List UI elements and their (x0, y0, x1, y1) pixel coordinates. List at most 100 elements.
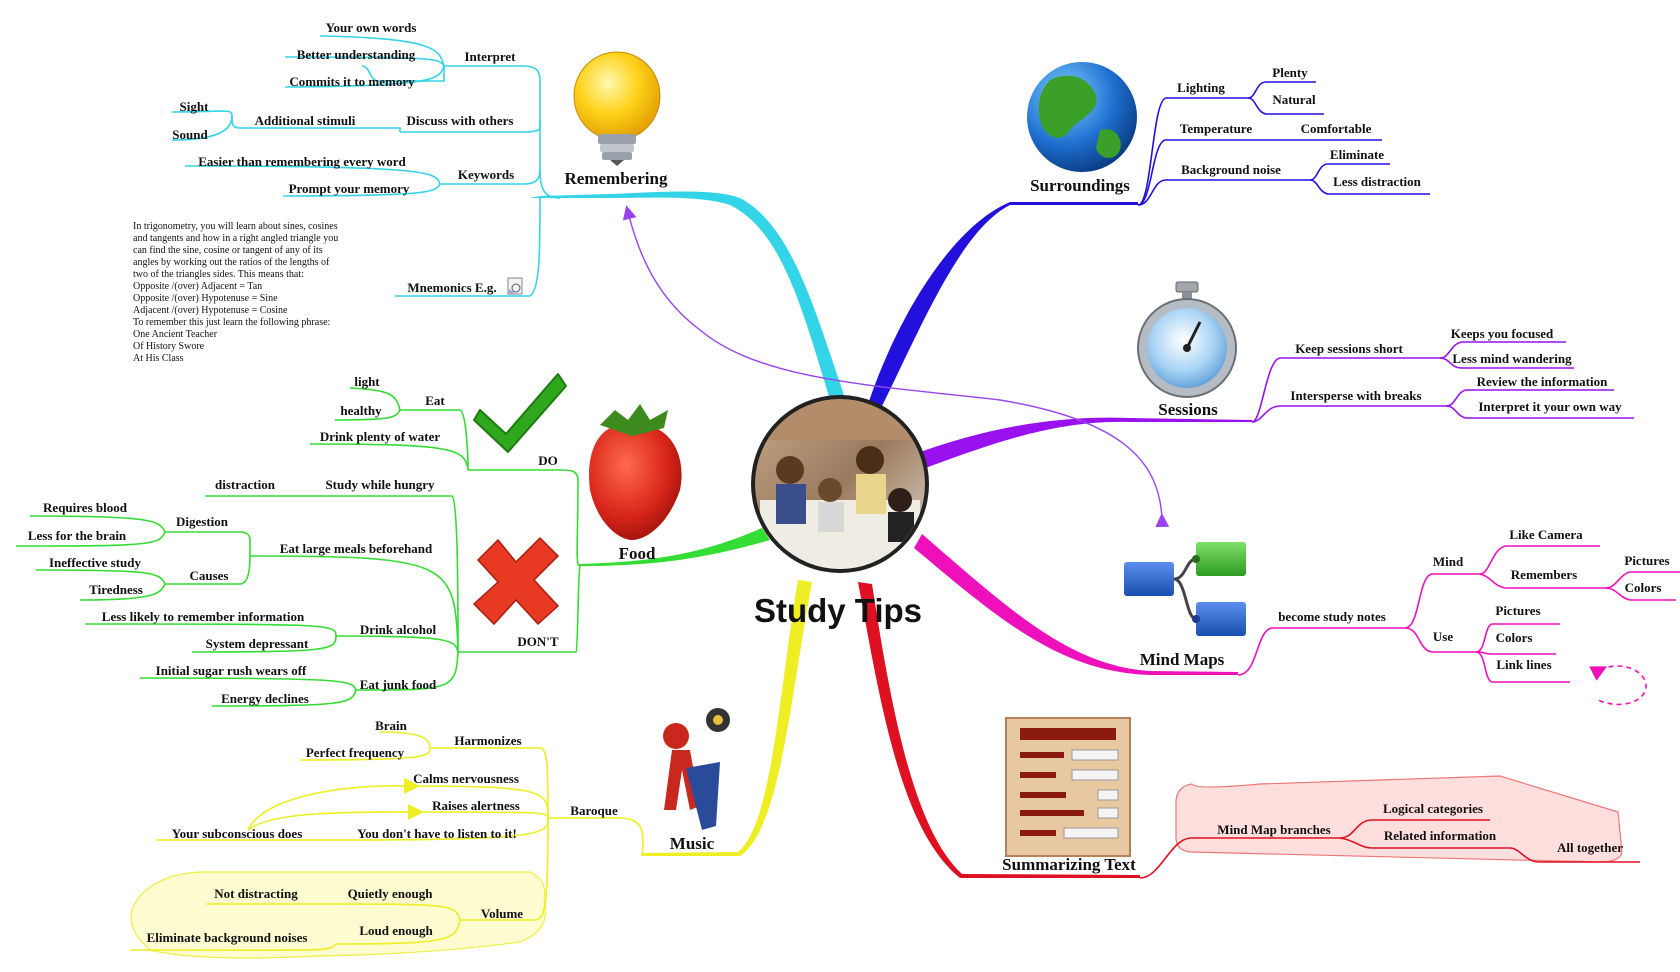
remembering-title: Remembering (565, 169, 668, 188)
remembers-label: Remembers (1511, 567, 1577, 582)
subconscious-label: Your subconscious does (172, 826, 303, 841)
note-line: To remember this just learn the followin… (133, 317, 330, 328)
note-line: can find the sine, cosine or tangent of … (133, 245, 323, 256)
perfect-frequency-label: Perfect frequency (306, 745, 405, 760)
harmonizes-label: Harmonizes (454, 733, 521, 748)
mind-map-branches-label: Mind Map branches (1217, 822, 1330, 837)
pictures-label-2: Pictures (1495, 603, 1540, 618)
additional-stimuli-label: Additional stimuli (255, 113, 356, 128)
ineffective-label: Ineffective study (49, 555, 142, 570)
mindmap-boxes-icon (1124, 542, 1246, 636)
calms-label: Calms nervousness (413, 771, 519, 786)
globe-icon (1027, 62, 1137, 172)
temperature-label: Temperature (1180, 121, 1252, 136)
remembering-lines (171, 35, 561, 297)
colors-label-1: Colors (1625, 580, 1662, 595)
dont-listen-label: You don't have to listen to it! (357, 826, 517, 841)
strawberry-icon (589, 404, 682, 540)
raises-label: Raises alertness (432, 798, 520, 813)
tiredness-label: Tiredness (89, 582, 143, 597)
food-lines (15, 387, 581, 707)
note-line: Opposite /(over) Hypotenuse = Sine (133, 293, 278, 304)
summarizing-title: Summarizing Text (1002, 855, 1136, 874)
related-information-label: Related information (1384, 828, 1497, 843)
branch-food (578, 528, 770, 566)
mindmaps-lines (1237, 545, 1680, 683)
note-line: In trigonometry, you will learn about si… (133, 221, 338, 232)
distraction-label: distraction (215, 477, 276, 492)
subconscious-arrow-raises (247, 804, 424, 831)
center-title: Study Tips (754, 592, 922, 629)
sugar-label: Initial sugar rush wears off (156, 663, 307, 678)
own-way-label: Interpret it your own way (1478, 399, 1622, 414)
link-arrow-remembering-mindmaps (622, 205, 1170, 528)
keeps-focused-label: Keeps you focused (1451, 326, 1554, 341)
lighting-label: Lighting (1177, 80, 1225, 95)
discuss-label: Discuss with others (407, 113, 514, 128)
intersperse-label: Intersperse with breaks (1290, 388, 1421, 403)
mindmaps-title: Mind Maps (1140, 650, 1225, 669)
sight-label: Sight (180, 99, 210, 114)
summarizing-highlight (1175, 775, 1623, 863)
energy-label: Energy declines (221, 691, 309, 706)
branch-sessions (912, 417, 1252, 470)
use-label: Use (1433, 629, 1453, 644)
less-brain-label: Less for the brain (28, 528, 127, 543)
eat-label: Eat (425, 393, 445, 408)
cross-icon (472, 536, 560, 626)
review-label: Review the information (1477, 374, 1608, 389)
volume-label: Volume (481, 906, 523, 921)
eliminate-noises-label: Eliminate background noises (147, 930, 308, 945)
note-line: Adjacent /(over) Hypotenuse = Cosine (133, 305, 288, 316)
commits-label: Commits it to memory (289, 74, 415, 89)
surroundings-lines (1137, 81, 1430, 206)
like-camera-label: Like Camera (1509, 527, 1583, 542)
all-together-label: All together (1557, 840, 1623, 855)
less-wandering-label: Less mind wandering (1452, 351, 1572, 366)
baroque-label: Baroque (570, 803, 618, 818)
note-line: angles by working out the ratios of the … (133, 257, 330, 268)
not-distracting-label: Not distracting (214, 886, 298, 901)
branch-remembering (530, 191, 845, 400)
sessions-title: Sessions (1158, 400, 1218, 419)
sound-label: Sound (172, 127, 208, 142)
music-title: Music (670, 834, 715, 853)
depressant-label: System depressant (206, 636, 309, 651)
logical-categories-label: Logical categories (1383, 801, 1483, 816)
note-attachment-icon[interactable] (507, 277, 523, 295)
digestion-label: Digestion (176, 514, 229, 529)
quietly-label: Quietly enough (348, 886, 434, 901)
become-study-notes-label: become study notes (1278, 609, 1386, 624)
sessions-lines (1251, 341, 1634, 423)
causes-label: Causes (189, 568, 228, 583)
mnemonic-note: In trigonometry, you will learn about si… (133, 221, 341, 364)
link-lines-self-arrow (1589, 665, 1647, 706)
keywords-label: Keywords (458, 167, 514, 182)
study-hungry-label: Study while hungry (325, 477, 435, 492)
drink-alcohol-label: Drink alcohol (360, 622, 437, 637)
junk-label: Eat junk food (360, 677, 437, 692)
less-likely-label: Less likely to remember information (102, 609, 305, 624)
healthy-label: healthy (340, 403, 382, 418)
eliminate-label: Eliminate (1330, 147, 1384, 162)
branch-surroundings (868, 202, 1138, 410)
interpret-label: Interpret (464, 49, 516, 64)
center-photo (751, 395, 929, 573)
summarizing-lines (1139, 819, 1640, 879)
drink-water-label: Drink plenty of water (320, 429, 440, 444)
lightbulb-icon (573, 51, 661, 166)
better-understanding-label: Better understanding (297, 47, 416, 62)
colors-label-2: Colors (1496, 630, 1533, 645)
comfortable-label: Comfortable (1301, 121, 1372, 136)
volume-highlight (130, 871, 547, 959)
music-lines (129, 731, 644, 952)
stopwatch-icon (1137, 281, 1237, 398)
plenty-label: Plenty (1272, 65, 1308, 80)
note-line: two of the triangles sides. This means t… (133, 269, 304, 280)
note-line: Of History Swore (133, 341, 205, 352)
large-meals-label: Eat large meals beforehand (280, 541, 433, 556)
pictures-label-1: Pictures (1624, 553, 1669, 568)
background-noise-label: Background noise (1181, 162, 1281, 177)
food-title: Food (619, 544, 656, 563)
